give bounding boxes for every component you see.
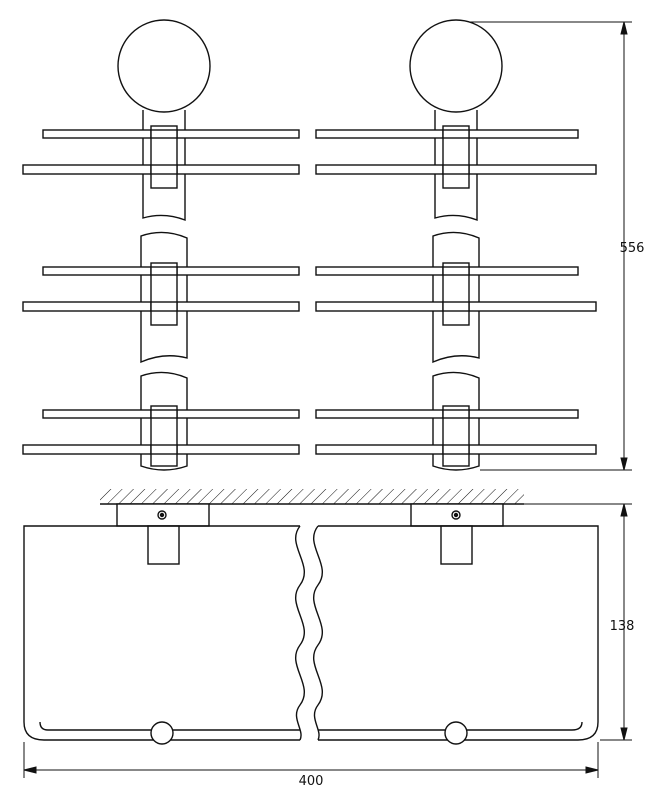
top-view xyxy=(23,489,632,778)
glass-shelf xyxy=(23,525,599,745)
wall-hatching xyxy=(100,489,524,505)
depth-dimension xyxy=(510,503,632,741)
left-bracket xyxy=(116,503,210,565)
right-bracket xyxy=(410,503,504,565)
front-view xyxy=(22,19,632,471)
shelf-1 xyxy=(22,125,597,189)
height-dimension-label: 556 xyxy=(620,241,645,256)
depth-dimension-label: 138 xyxy=(610,619,635,634)
width-dimension xyxy=(23,742,599,778)
right-wall-mount xyxy=(409,19,503,471)
shelf-3 xyxy=(22,405,597,467)
width-dimension-label: 400 xyxy=(299,774,324,789)
shelf-2 xyxy=(22,262,597,326)
height-dimension xyxy=(470,21,632,471)
break-lines xyxy=(294,525,324,741)
left-wall-mount xyxy=(117,19,211,471)
